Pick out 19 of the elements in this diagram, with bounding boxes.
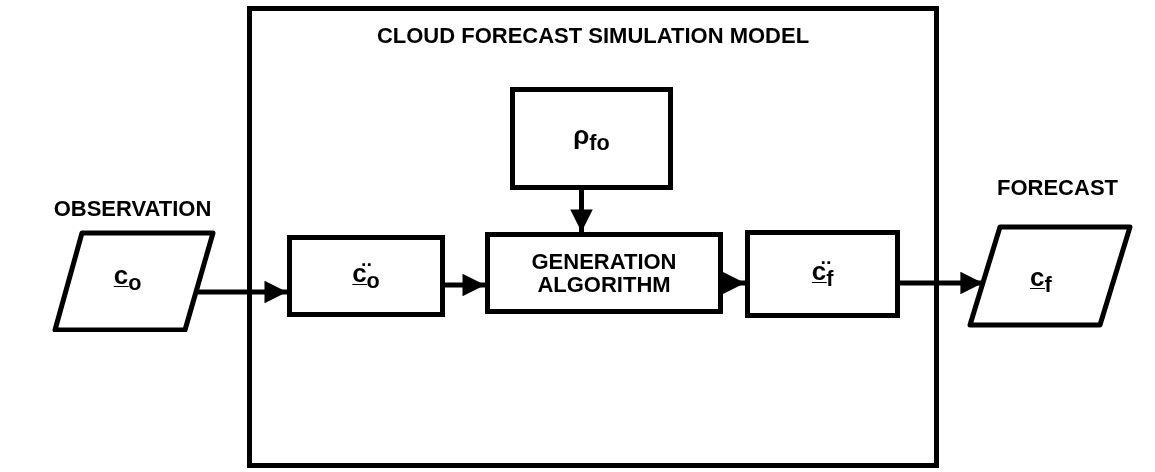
variable-box xyxy=(510,87,673,190)
process-label: GENERATION ALGORITHM xyxy=(530,249,678,297)
frame-title: CLOUD FORECAST SIMULATION MODEL xyxy=(375,23,811,49)
variable-box xyxy=(287,235,445,317)
io-heading: OBSERVATION xyxy=(52,196,213,222)
variable-symbol: ρ$_{fo}$ xyxy=(573,120,610,157)
io-heading: FORECAST xyxy=(996,175,1119,201)
variable-symbol: c̲̈$_{f}$ xyxy=(811,255,834,293)
model-frame xyxy=(247,6,939,468)
variable-box xyxy=(745,230,900,318)
arrow xyxy=(195,280,287,304)
vector-symbol: c̲$_{f}$ xyxy=(1030,262,1052,299)
variable-symbol: c̲̈$_{o}$ xyxy=(352,257,380,295)
arrow xyxy=(900,271,983,295)
vector-symbol: c̲$_{o}$ xyxy=(113,260,142,297)
arrow xyxy=(570,190,593,232)
arrow xyxy=(445,273,485,297)
arrow xyxy=(722,271,745,295)
process-box xyxy=(485,232,723,314)
